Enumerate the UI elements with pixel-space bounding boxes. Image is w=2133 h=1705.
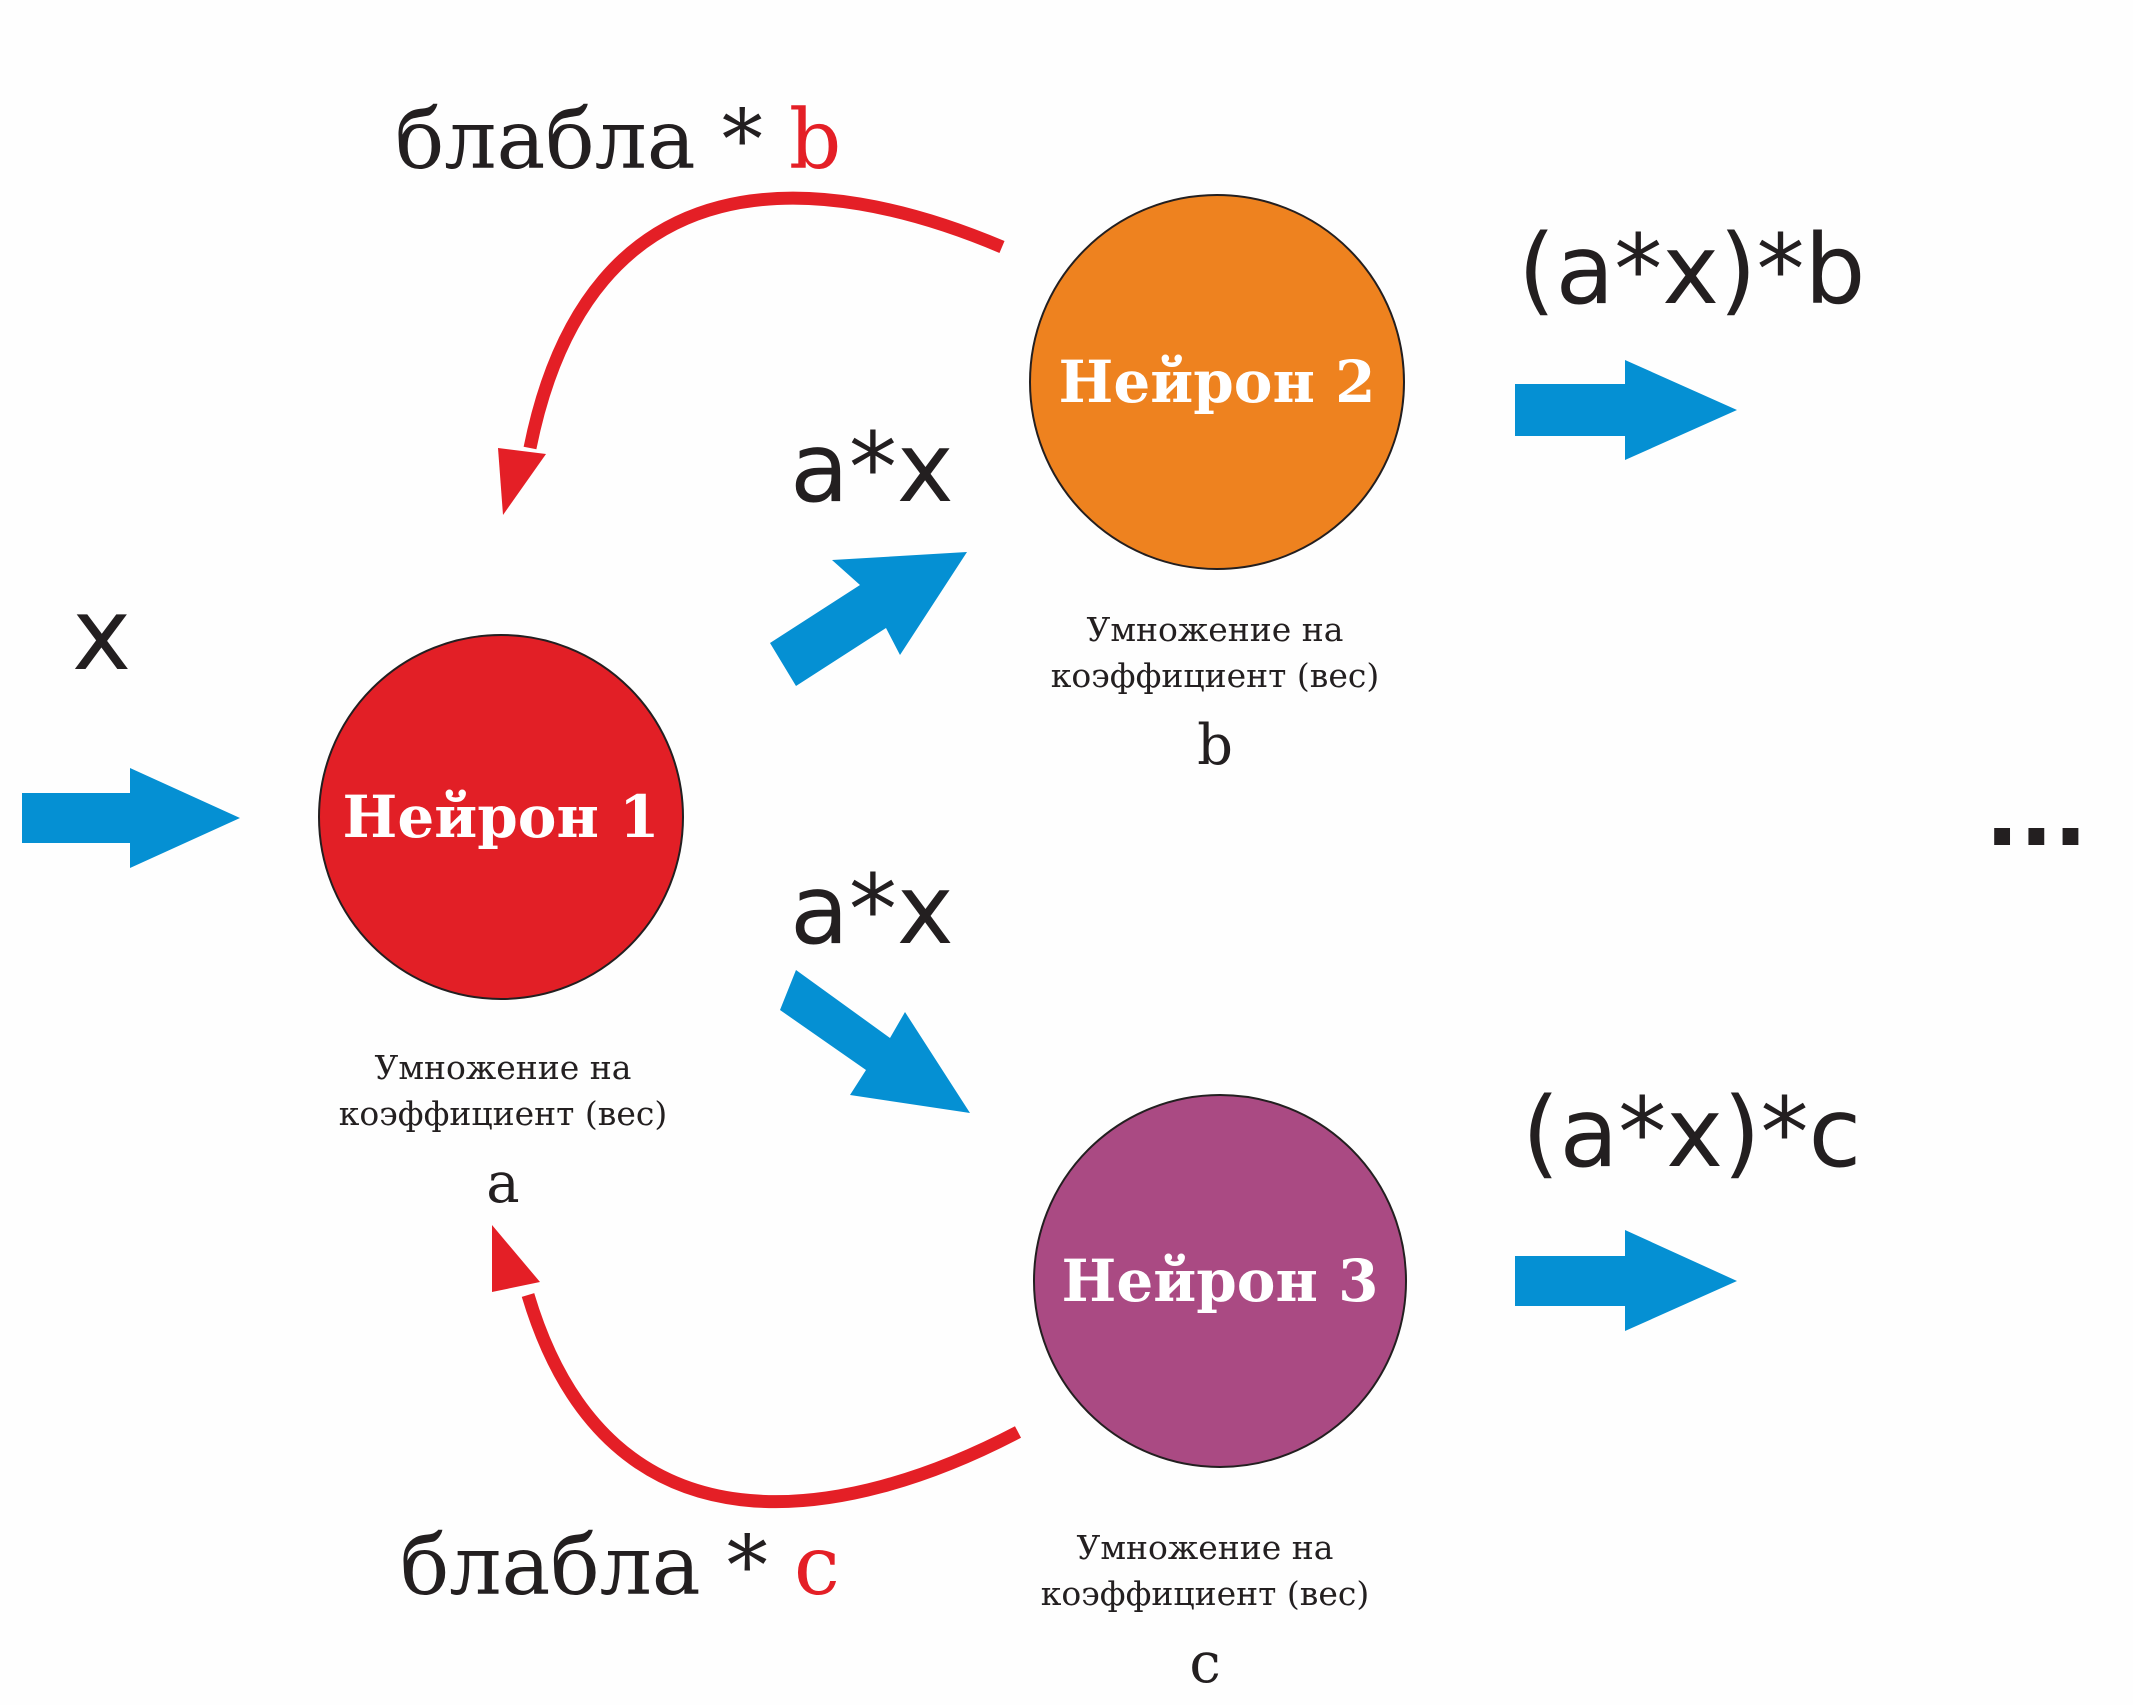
neuron-3-label: Нейрон 3 (1061, 1247, 1379, 1315)
output-label-neuron3: (a*x)*c (1522, 1077, 1862, 1189)
feedback-arc-top (523, 191, 1005, 450)
continuation-ellipsis: ... (1985, 762, 2088, 867)
input-arrow (22, 768, 240, 868)
arrow-to-neuron3 (780, 970, 970, 1113)
feedback-label-bottom: блабла * c (400, 1526, 840, 1608)
feedback-arrowhead-bottom (492, 1225, 540, 1292)
neuron-1-coefficient: a (486, 1151, 520, 1217)
neuron-2-label: Нейрон 2 (1058, 348, 1376, 416)
feedback-bottom-prefix: блабла * (400, 1519, 794, 1614)
arrow-to-neuron2 (770, 552, 967, 686)
neuron-3-caption: Умножение на коэффициент (вес) c (1020, 1525, 1390, 1704)
neuron-3-caption-line1: Умножение на (1076, 1528, 1334, 1567)
neuron-1-caption: Умножение на коэффициент (вес) a (318, 1045, 688, 1224)
output-arrow-neuron3 (1515, 1230, 1737, 1331)
neuron-3: Нейрон 3 (1033, 1094, 1407, 1468)
neuron-1-label: Нейрон 1 (342, 783, 660, 851)
input-label: x (72, 576, 132, 693)
feedback-label-top: блабла * b (395, 100, 841, 182)
neuron-3-coefficient: c (1189, 1631, 1221, 1697)
output-arrow-neuron2 (1515, 360, 1737, 460)
feedback-top-prefix: блабла * (395, 93, 789, 188)
edge-label-to-neuron2: a*x (790, 412, 954, 524)
neuron-2-coefficient: b (1197, 713, 1233, 779)
neuron-2: Нейрон 2 (1029, 194, 1405, 570)
feedback-bottom-var: c (793, 1519, 840, 1614)
neuron-2-caption-line2: коэффициент (вес) (1050, 656, 1380, 696)
neuron-3-caption-line2: коэффициент (вес) (1040, 1574, 1370, 1614)
neuron-2-caption: Умножение на коэффициент (вес) b (1030, 607, 1400, 786)
neuron-1: Нейрон 1 (318, 634, 684, 1000)
neuron-1-caption-line1: Умножение на (374, 1048, 632, 1087)
feedback-arrowhead-top (498, 448, 546, 515)
output-label-neuron2: (a*x)*b (1518, 214, 1866, 326)
neuron-2-caption-line1: Умножение на (1086, 610, 1344, 649)
feedback-top-var: b (788, 93, 842, 188)
neuron-1-caption-line2: коэффициент (вес) (338, 1094, 668, 1134)
feedback-arc-bottom (521, 1293, 1022, 1509)
edge-label-to-neuron3: a*x (790, 854, 954, 966)
